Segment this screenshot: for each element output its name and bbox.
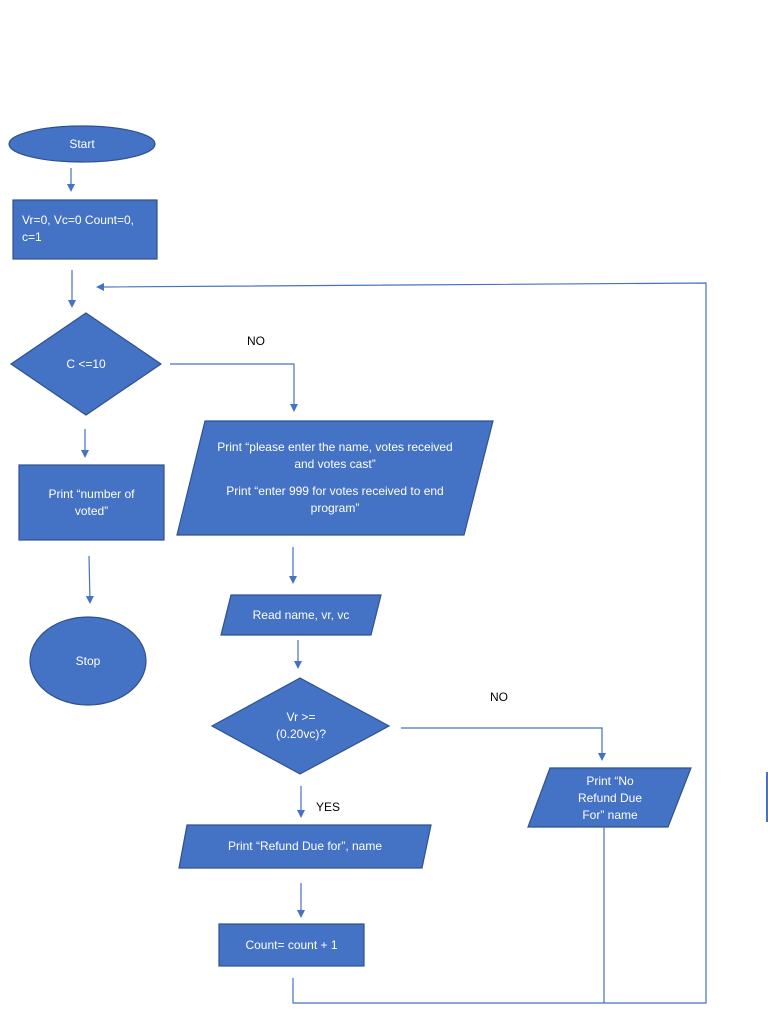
arrow-print-voted-to-stop	[85, 555, 94, 604]
edge-no-label-2: NO	[490, 690, 508, 704]
read-input-io	[220, 594, 382, 636]
prompt-line-1: Print “please enter the name, votes rece…	[217, 440, 453, 471]
edge-no-label-1: NO	[247, 334, 265, 348]
print-voted-process	[18, 464, 165, 541]
line-increment-to-merge	[292, 978, 604, 1004]
loop-decision-label: C <=10	[66, 356, 106, 371]
stop-label: Stop	[75, 653, 101, 668]
prompt-line-2: Print “enter 999 for votes received to e…	[226, 484, 444, 515]
increment-label: Count= count + 1	[245, 937, 338, 952]
start-terminal	[8, 125, 156, 163]
loop-back-arrow	[96, 282, 707, 1004]
init-label: Vr=0, Vc=0 Count=0, c=1	[22, 213, 134, 244]
prompt-io	[176, 420, 494, 536]
arrow-decision-no-to-no-refund	[401, 727, 606, 761]
no-refund-io	[527, 767, 692, 828]
init-process	[12, 199, 158, 260]
edge-mark	[766, 772, 768, 822]
print-voted-label: Print “number of voted”	[48, 486, 135, 518]
loop-decision	[9, 312, 163, 416]
refund-io	[178, 824, 432, 869]
arrow-loop-no-to-prompt	[170, 363, 298, 412]
edge-yes-label: YES	[316, 800, 341, 814]
refund-decision-label: Vr >=(0.20vc)?	[275, 710, 327, 741]
read-input-label: Read name, vr, vc	[252, 607, 350, 622]
increment-process	[218, 923, 365, 967]
start-label: Start	[69, 136, 95, 151]
refund-decision	[210, 677, 391, 775]
refund-label: Print “Refund Due for”, name	[227, 839, 383, 853]
no-refund-label: Print “No Refund Due For” name	[577, 773, 643, 822]
prompt-label: Print “please enter the name, votes rece…	[215, 430, 455, 526]
stop-terminal	[29, 616, 147, 706]
